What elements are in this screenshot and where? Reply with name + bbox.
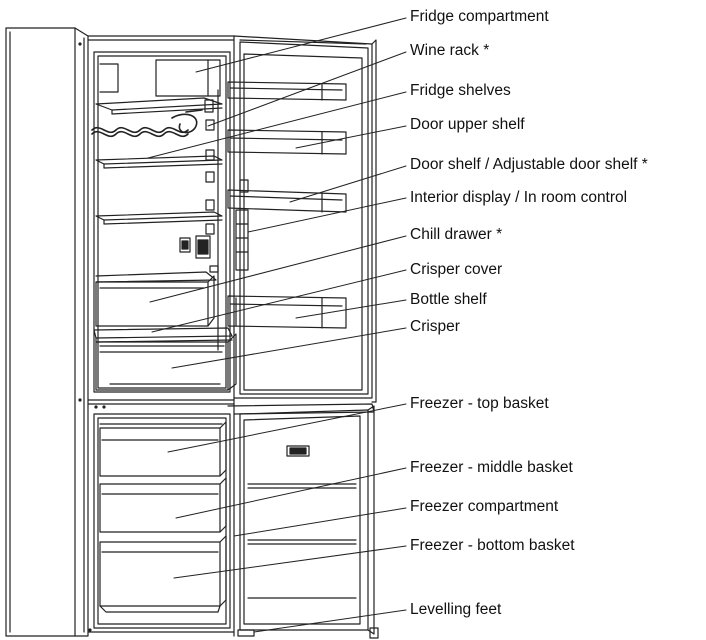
freezer-middle-basket — [99, 477, 227, 533]
chill-drawer — [95, 271, 217, 327]
label-crisper: Crisper — [410, 318, 460, 335]
label-fridge-shelves: Fridge shelves — [410, 82, 511, 99]
crisper — [95, 333, 237, 391]
label-freezer-compartment: Freezer compartment — [410, 498, 559, 515]
label-bottle-shelf: Bottle shelf — [410, 291, 487, 308]
levelling-feet — [237, 627, 379, 639]
door-display-strip — [235, 209, 249, 271]
freezer-compartment — [93, 413, 231, 629]
label-fridge-compartment: Fridge compartment — [410, 8, 549, 25]
bottle-shelf — [227, 295, 347, 329]
freezer-door-display — [286, 445, 310, 457]
label-crisper-cover: Crisper cover — [410, 261, 503, 278]
fridge-door — [233, 35, 377, 403]
label-freezer-middle-basket: Freezer - middle basket — [410, 459, 573, 476]
label-door-shelf: Door shelf / Adjustable door shelf * — [410, 156, 648, 173]
crisper-cover — [93, 327, 233, 343]
wine-rack — [91, 109, 203, 138]
fridge-shelves — [95, 97, 223, 225]
cabinet-screws — [78, 42, 106, 632]
label-freezer-top-basket: Freezer - top basket — [410, 395, 549, 412]
label-freezer-bottom-basket: Freezer - bottom basket — [410, 537, 575, 554]
label-chill-drawer: Chill drawer * — [410, 226, 503, 243]
leader-lines — [147, 17, 407, 633]
interior-display — [179, 235, 219, 273]
door-upper-shelf — [227, 81, 347, 155]
cabinet-body — [5, 27, 235, 637]
label-levelling-feet: Levelling feet — [410, 601, 502, 618]
freezer-top-basket — [99, 421, 227, 477]
freezer-bottom-basket — [99, 535, 227, 613]
freezer-door — [227, 403, 375, 635]
label-wine-rack: Wine rack * — [410, 42, 490, 59]
door-shelf — [227, 179, 347, 213]
fridge-compartment — [93, 51, 231, 393]
shelf-brackets — [204, 89, 219, 351]
label-interior-display: Interior display / In room control — [410, 189, 628, 206]
label-door-upper-shelf: Door upper shelf — [410, 116, 525, 133]
